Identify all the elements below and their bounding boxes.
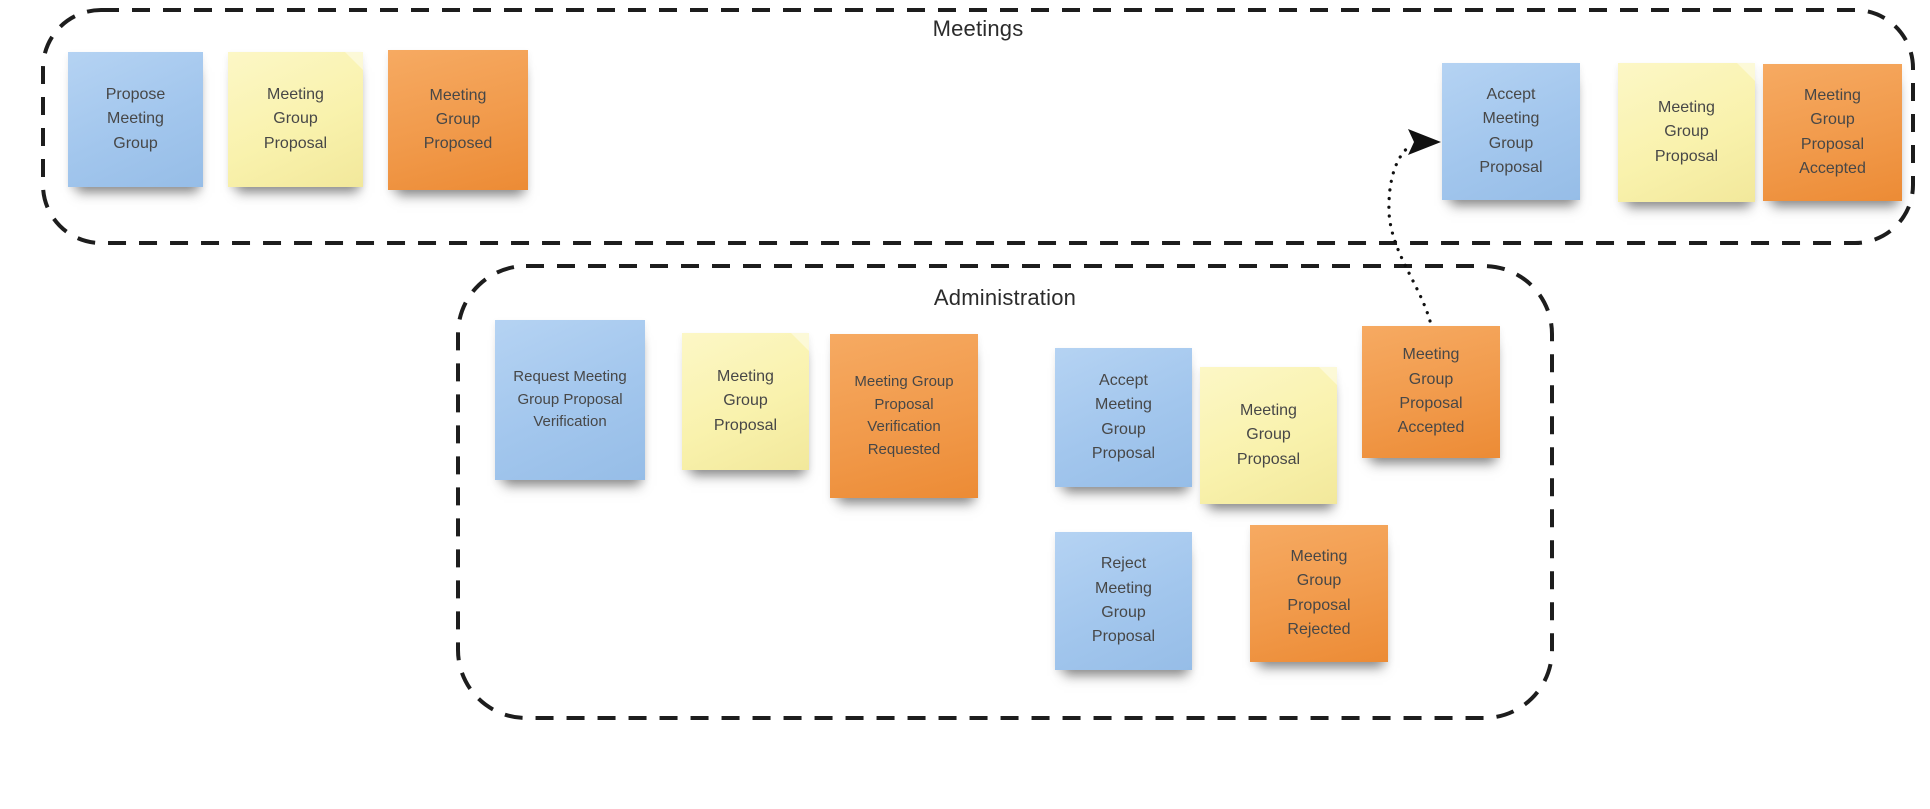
frame-administration-border[interactable] — [456, 264, 1554, 720]
note-meeting-group-proposal-rejected[interactable]: Meeting Group Proposal Rejected — [1250, 525, 1388, 662]
note-meeting-group-proposal-1[interactable]: Meeting Group Proposal — [228, 52, 363, 187]
connector-dotted-line[interactable] — [1387, 144, 1432, 323]
note-meeting-group-proposal-verification-requested[interactable]: Meeting Group Proposal Verification Requ… — [830, 334, 978, 498]
note-meeting-group-proposal-accepted-meetings[interactable]: Meeting Group Proposal Accepted — [1763, 64, 1902, 201]
note-propose-meeting-group[interactable]: Propose Meeting Group — [68, 52, 203, 187]
note-accept-meeting-group-proposal-meetings[interactable]: Accept Meeting Group Proposal — [1442, 63, 1580, 200]
frame-title-administration[interactable]: Administration — [933, 285, 1077, 310]
note-accept-meeting-group-proposal-admin[interactable]: Accept Meeting Group Proposal — [1055, 348, 1192, 487]
frame-title-meetings[interactable]: Meetings — [932, 16, 1024, 41]
note-meeting-group-proposal-3[interactable]: Meeting Group Proposal — [682, 333, 809, 470]
note-meeting-group-proposal-accepted-admin[interactable]: Meeting Group Proposal Accepted — [1362, 326, 1500, 458]
frame-meetings-border[interactable] — [41, 8, 1915, 245]
note-meeting-group-proposed[interactable]: Meeting Group Proposed — [388, 50, 528, 190]
note-reject-meeting-group-proposal[interactable]: Reject Meeting Group Proposal — [1055, 532, 1192, 670]
connector-arrowhead-icon — [1408, 129, 1441, 155]
note-request-meeting-group-proposal-verification[interactable]: Request Meeting Group Proposal Verificat… — [495, 320, 645, 480]
note-meeting-group-proposal-4[interactable]: Meeting Group Proposal — [1200, 367, 1337, 504]
note-meeting-group-proposal-2[interactable]: Meeting Group Proposal — [1618, 63, 1755, 202]
